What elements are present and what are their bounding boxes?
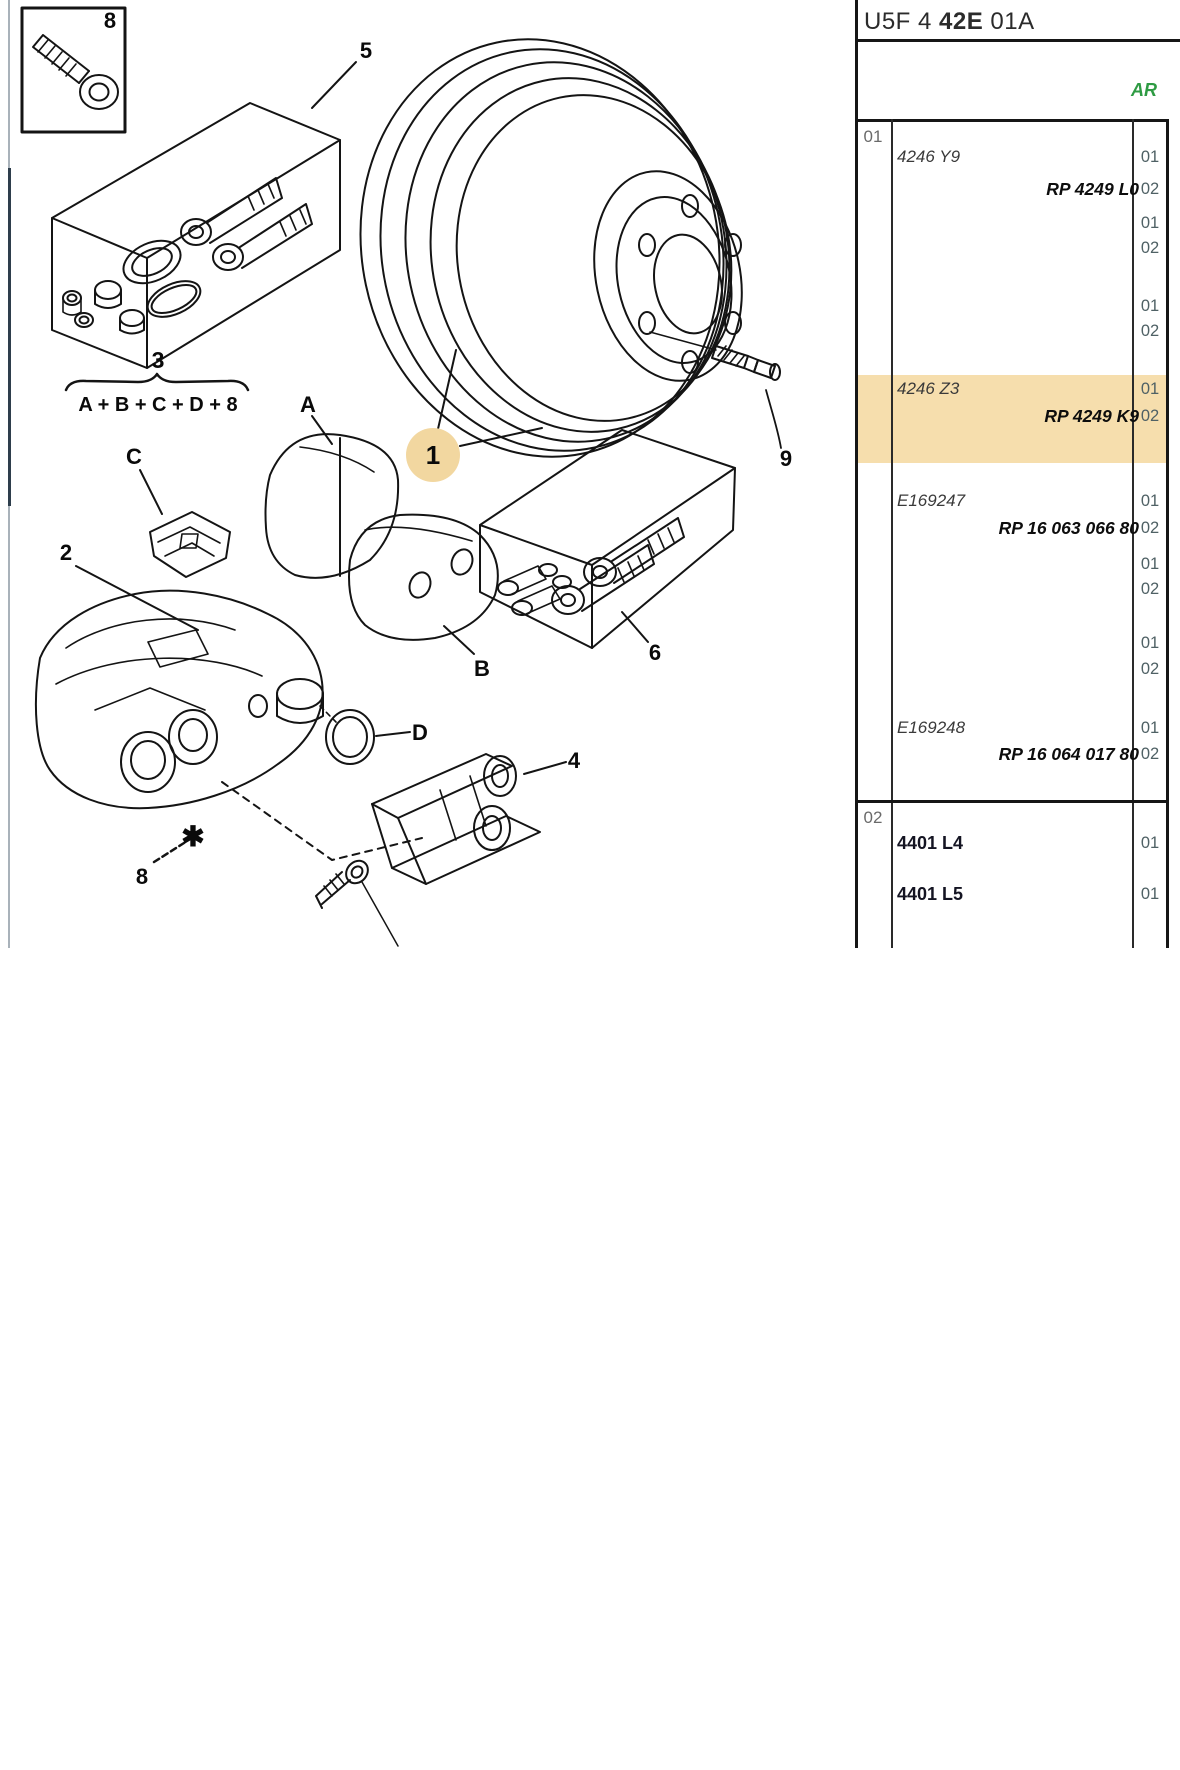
region-label: AR [1131, 80, 1157, 100]
brake-pad-outer: A [264, 392, 400, 579]
page-title: U5F 4 42E 01A [864, 8, 1035, 36]
qty-cell: 01 [1140, 885, 1160, 903]
part-number: 4246 Z3 [897, 379, 960, 398]
part-number: 4401 L5 [897, 884, 964, 904]
piston-cap-drawing: D [276, 678, 428, 765]
bleed-screw-drawing [315, 859, 399, 947]
part-number: E169248 [897, 718, 966, 737]
selected-row-highlight [858, 375, 1166, 463]
part-number: 4246 Y9 [897, 147, 961, 166]
part-number: E169247 [897, 491, 966, 510]
caliper-label: 2 [60, 540, 72, 565]
qty-cell: 01 [1140, 380, 1160, 398]
qty-cell: 02 [1140, 745, 1160, 763]
qty-cell: 01 [1140, 214, 1160, 232]
table-row[interactable]: 4246 Y9 01 [855, 147, 1166, 173]
qty-cell: 01 [1140, 297, 1160, 315]
pad-inner-label: B [474, 656, 490, 681]
qty-cell: 02 [1140, 239, 1160, 257]
table-row-highlighted[interactable]: RP 4249 K9 02 [855, 406, 1166, 432]
stud-label: 9 [780, 446, 792, 471]
qty-cell: 02 [1140, 519, 1160, 537]
table-row[interactable]: 01 [855, 213, 1166, 239]
group-formula: A + B + C + D + 8 [78, 394, 237, 416]
carrier-bracket-drawing: 4 [371, 748, 581, 885]
star-label: 8 [136, 864, 148, 889]
table-right-border [1166, 119, 1169, 948]
table-col-divider [891, 119, 893, 948]
part-number: 4401 L4 [897, 833, 964, 853]
brake-pad-inner: B [348, 513, 499, 681]
table-row[interactable]: RP 4249 L0 02 [855, 179, 1166, 205]
upper-kit-box: 5 [51, 38, 372, 369]
table-row[interactable]: 02 [855, 579, 1166, 605]
star-marker: ✱ 8 [136, 821, 205, 889]
section-divider [855, 800, 1169, 803]
title-part3: 01A [983, 8, 1035, 35]
replacement-part-number: RP 4249 K9 [1044, 406, 1139, 426]
table-row[interactable]: 01 [855, 554, 1166, 580]
qty-cell: 01 [1140, 719, 1160, 737]
inset-bolt-box: 8 [20, 6, 127, 134]
table-qty-divider [1132, 119, 1134, 948]
assembly-axis-dashed [221, 781, 423, 861]
table-row[interactable]: E169248 01 [855, 718, 1166, 744]
disc-balloon[interactable]: 1 [406, 349, 543, 482]
table-row[interactable]: 02 [855, 659, 1166, 685]
brake-disc-drawing [359, 38, 743, 458]
table-row[interactable]: 02 [855, 321, 1166, 347]
table-row[interactable]: 01 [855, 633, 1166, 659]
replacement-part-number: RP 4249 L0 [1046, 179, 1139, 199]
panel-left-border [855, 0, 858, 948]
title-part1: U5F 4 [864, 8, 940, 35]
qty-cell: 02 [1140, 660, 1160, 678]
qty-cell: 01 [1140, 834, 1160, 852]
title-underline [855, 39, 1180, 42]
group-number: 3 [152, 347, 165, 373]
qty-cell: 01 [1140, 492, 1160, 510]
page-edge-line-dark [8, 168, 11, 506]
table-row[interactable]: E169247 01 [855, 491, 1166, 517]
star-icon: ✱ [181, 821, 204, 852]
upper-kit-label: 5 [360, 38, 372, 63]
caliper-drawing: 2 [34, 540, 324, 810]
exploded-diagram: 8 5 [20, 6, 792, 947]
qty-cell: 01 [1140, 148, 1160, 166]
qty-cell: 02 [1140, 407, 1160, 425]
lower-kit-box: 6 [479, 429, 736, 665]
table-row[interactable]: RP 16 063 066 80 02 [855, 518, 1166, 544]
qty-cell: 02 [1140, 322, 1160, 340]
lower-kit-label: 6 [649, 640, 661, 665]
bracket-label: 4 [568, 748, 581, 773]
clip-label: C [126, 444, 142, 469]
disc-balloon-label: 1 [426, 440, 440, 470]
wheel-stud-drawing: 9 [649, 331, 792, 471]
kit-group-formula: 3 A + B + C + D + 8 [64, 347, 250, 416]
qty-cell: 02 [1140, 180, 1160, 198]
replacement-part-number: RP 16 064 017 80 [998, 744, 1139, 764]
pad-clip-drawing: C [126, 444, 231, 578]
replacement-part-number: RP 16 063 066 80 [998, 518, 1139, 538]
table-top-border [855, 119, 1169, 122]
qty-cell: 01 [1140, 634, 1160, 652]
table-row-highlighted[interactable]: 4246 Z3 01 [855, 379, 1166, 405]
table-row[interactable]: 4401 L5 01 [855, 884, 1166, 910]
section-01-label: 01 [863, 127, 883, 146]
table-row[interactable]: 02 [855, 238, 1166, 264]
table-row[interactable]: RP 16 064 017 80 02 [855, 744, 1166, 770]
table-row[interactable]: 4401 L4 01 [855, 833, 1166, 859]
section-02-label: 02 [863, 808, 883, 827]
table-row[interactable]: 01 [855, 296, 1166, 322]
inset-bolt-label: 8 [104, 8, 116, 33]
qty-cell: 01 [1140, 555, 1160, 573]
qty-cell: 02 [1140, 580, 1160, 598]
pad-outer-label: A [300, 392, 316, 417]
title-part2: 42E [939, 8, 984, 35]
cap-label: D [412, 720, 428, 745]
